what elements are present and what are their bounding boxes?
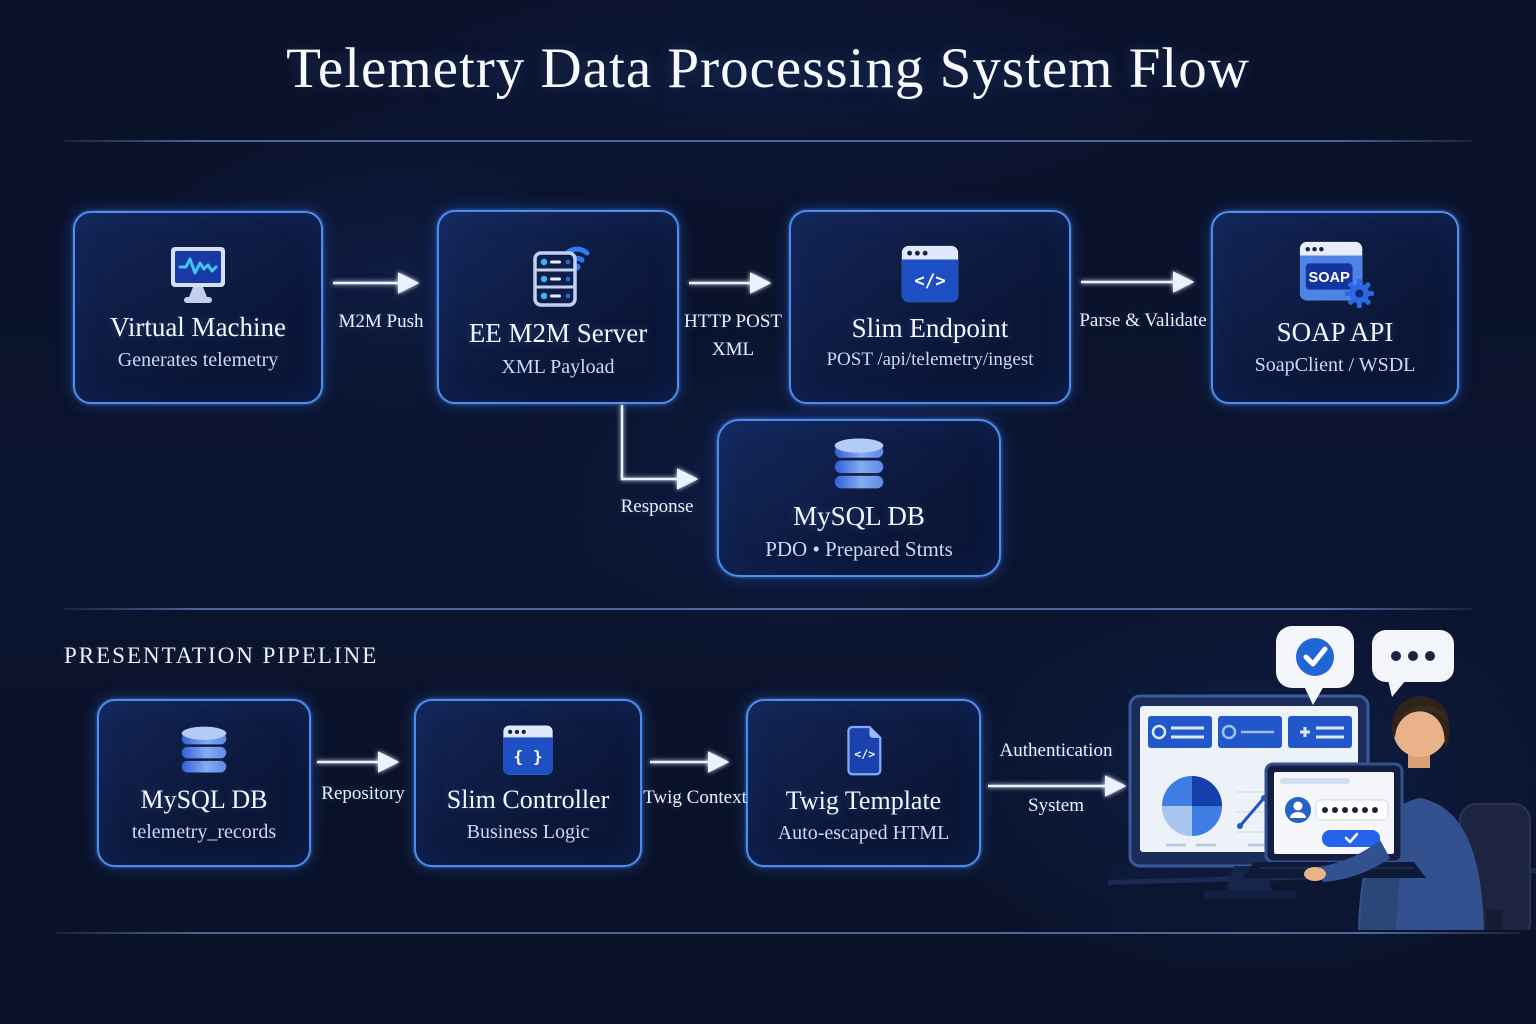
node-ee-m2m-server: EE M2M Server XML Payload bbox=[437, 210, 679, 404]
ellipsis-icon bbox=[1391, 651, 1435, 661]
edge-label-authentication-system: System bbox=[1028, 795, 1084, 816]
login-button bbox=[1322, 830, 1380, 847]
dashboard-cards bbox=[1148, 716, 1352, 748]
edge-label-repository: Repository bbox=[321, 783, 405, 804]
node-slim-endpoint: </> Slim Endpoint POST /api/telemetry/in… bbox=[789, 210, 1071, 404]
node-subtitle: XML Payload bbox=[501, 355, 615, 378]
divider-middle bbox=[64, 608, 1472, 610]
browser-code-icon: </> bbox=[901, 245, 959, 303]
node-mysql-records: MySQL DB telemetry_records bbox=[97, 699, 311, 867]
edge-label-response: Response bbox=[620, 496, 694, 517]
node-title: MySQL DB bbox=[140, 785, 268, 815]
node-title: Slim Endpoint bbox=[851, 313, 1009, 344]
code-glyph: </> bbox=[914, 272, 946, 292]
node-subtitle: POST /api/telemetry/ingest bbox=[826, 349, 1034, 371]
node-title: Twig Template bbox=[785, 786, 942, 816]
edge-label-http-post: HTTP POST bbox=[683, 311, 783, 332]
person-arm bbox=[1304, 840, 1390, 882]
edge-label-authentication: Authentication bbox=[999, 740, 1113, 761]
server-icon bbox=[533, 247, 590, 308]
speech-bubble-typing bbox=[1372, 630, 1454, 697]
node-title: Virtual Machine bbox=[109, 311, 287, 342]
soap-browser-icon: SOAP bbox=[1299, 241, 1374, 309]
braces-glyph: { } bbox=[513, 747, 542, 766]
database-icon bbox=[834, 438, 884, 489]
node-virtual-machine: Virtual Machine Generates telemetry bbox=[73, 211, 323, 404]
node-title: MySQL DB bbox=[793, 500, 925, 531]
node-mysql-ingest: MySQL DB PDO • Prepared Stmts bbox=[717, 419, 1001, 577]
node-twig-template: </> Twig Template Auto-escaped HTML bbox=[746, 699, 981, 867]
node-subtitle: PDO • Prepared Stmts bbox=[765, 536, 953, 561]
analyst-illustration bbox=[1108, 626, 1536, 930]
database-icon bbox=[181, 726, 227, 773]
divider-bottom bbox=[56, 932, 1520, 934]
edge-label-twig-context: Twig Context bbox=[643, 787, 747, 808]
edge-label-m2m-push: M2M Push bbox=[338, 311, 424, 332]
node-subtitle: SoapClient / WSDL bbox=[1254, 354, 1416, 377]
section-title-presentation: PRESENTATION PIPELINE bbox=[64, 643, 379, 668]
node-title: Slim Controller bbox=[446, 785, 610, 815]
soap-badge: SOAP bbox=[1308, 270, 1350, 286]
page-title: Telemetry Data Processing System Flow bbox=[286, 37, 1250, 100]
edge-label-http-post-xml: XML bbox=[711, 339, 755, 360]
speech-bubble-check bbox=[1276, 626, 1354, 705]
gear-icon bbox=[1344, 278, 1374, 309]
code-glyph: </> bbox=[854, 747, 875, 761]
node-title: EE M2M Server bbox=[468, 318, 648, 349]
avatar-icon bbox=[1285, 797, 1311, 823]
node-subtitle: Auto-escaped HTML bbox=[777, 821, 950, 844]
password-dots bbox=[1322, 807, 1378, 813]
node-subtitle: telemetry_records bbox=[131, 820, 277, 843]
node-title: SOAP API bbox=[1276, 316, 1394, 347]
edge-label-parse-validate: Parse & Validate bbox=[1079, 310, 1207, 331]
node-subtitle: Business Logic bbox=[466, 820, 590, 843]
monitor-icon bbox=[171, 246, 225, 303]
divider-top bbox=[64, 140, 1472, 142]
node-slim-controller: { } Slim Controller Business Logic bbox=[414, 699, 642, 867]
browser-braces-icon: { } bbox=[503, 725, 553, 775]
arrow-response bbox=[620, 405, 699, 490]
pie-chart bbox=[1162, 776, 1222, 836]
laptop-login-screen bbox=[1242, 762, 1426, 878]
code-file-icon: </> bbox=[846, 725, 881, 776]
node-subtitle: Generates telemetry bbox=[117, 349, 279, 372]
node-soap-api: SOAP SOAP API SoapClient / WSDL bbox=[1211, 211, 1459, 404]
